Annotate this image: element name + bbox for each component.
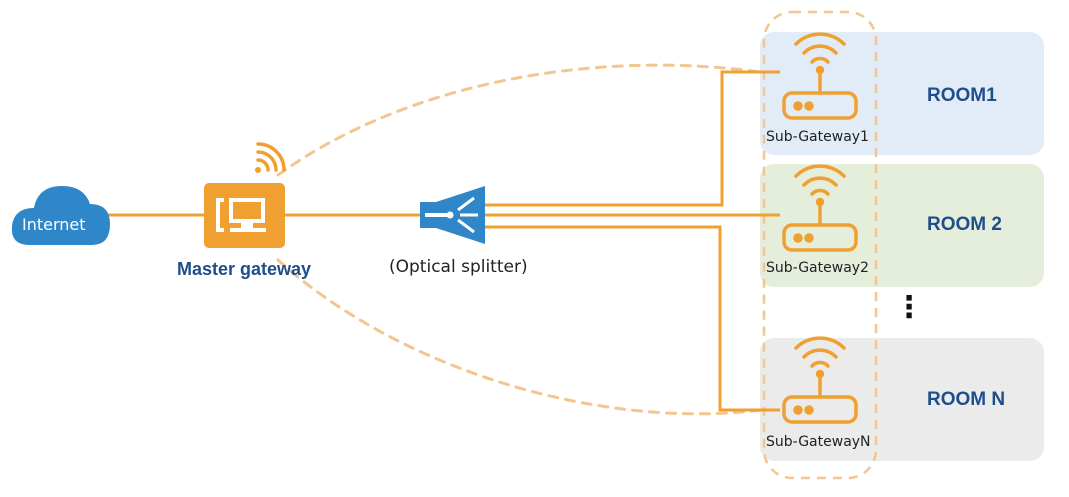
ellipsis-indicator: ⋮ [894,290,924,325]
wireless-arc-top [276,63,762,177]
cloud-icon [11,186,110,245]
sub-gatewayN-label: Sub-GatewayN [766,434,871,450]
sub-gateway1-label: Sub-Gateway1 [766,129,869,145]
line-splitter-room1 [485,70,780,207]
optical-splitter-label: (Optical splitter) [389,257,528,277]
master-gateway-label: Master gateway [177,259,312,279]
sub-gateway2-label: Sub-Gateway2 [766,260,869,276]
roomN-label: ROOM N [927,389,1006,410]
room2-label: ROOM 2 [927,214,1002,235]
router-icon [782,164,858,252]
wifi-signal-icon [255,142,286,173]
line-splitter-roomN [485,225,780,412]
wireless-arc-bottom [276,258,764,416]
sub-gateway-group [762,10,878,480]
roomN-panel [760,338,1044,461]
room1-label: ROOM1 [927,85,997,106]
gateway-icon [204,183,285,248]
internet-label: Internet [22,215,86,234]
splitter-icon [420,186,485,244]
router-icon [782,336,858,424]
router-icon [782,32,858,120]
